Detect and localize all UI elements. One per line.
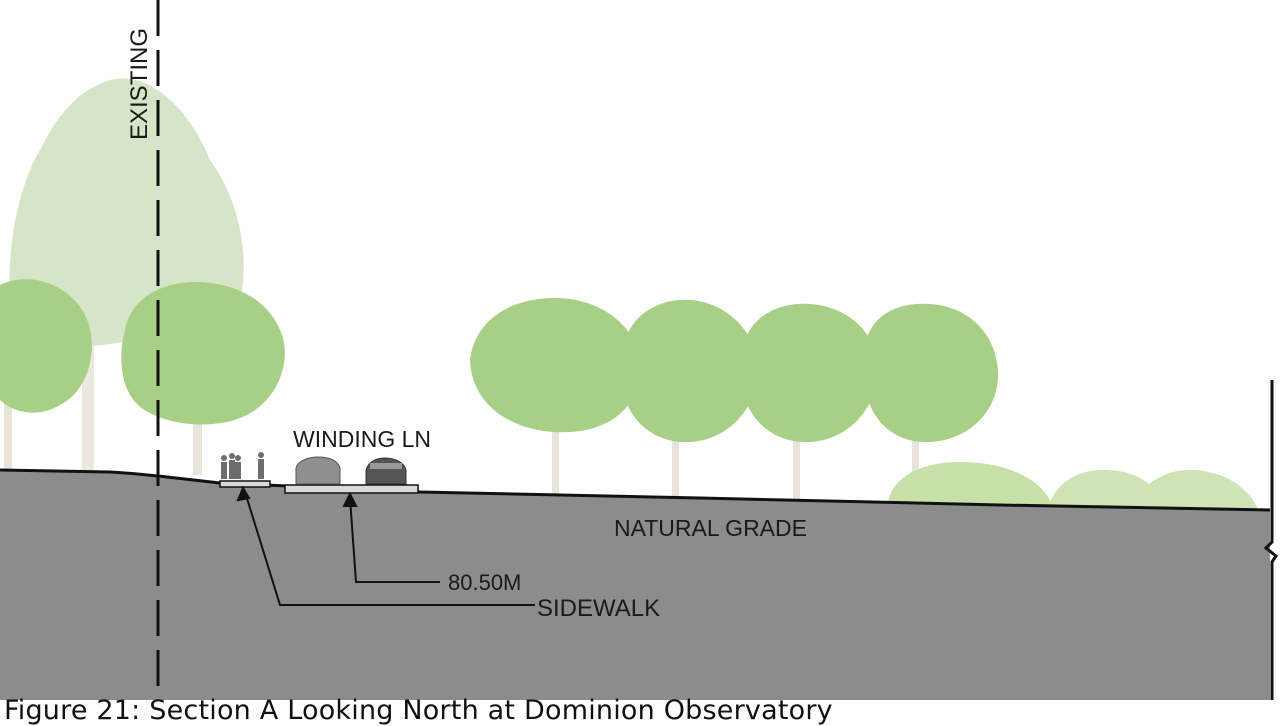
car-icon [295,456,341,485]
sidewalk-label: SIDEWALK [537,595,660,622]
figure-caption: Figure 21: Section A Looking North at Do… [4,695,833,726]
road-label: WINDING LN [293,426,431,452]
pedestrian-icons [221,452,264,479]
grade-label: NATURAL GRADE [614,515,807,541]
elevation-label: 80.50M [448,570,521,595]
leader-lines [236,485,535,606]
break-line [1263,380,1279,700]
ground [0,470,1270,700]
middle-trees [470,298,999,502]
left-trees [0,279,285,475]
existing-label: EXISTING [126,28,153,140]
road-slab [284,484,419,494]
car-icon [365,457,407,485]
sidewalk-slab [219,480,271,488]
grade-line [0,468,1271,512]
shrubs [888,462,1258,510]
section-drawing: EXISTING WINDING LN NATURAL GRADE 80.50M… [0,0,1279,700]
